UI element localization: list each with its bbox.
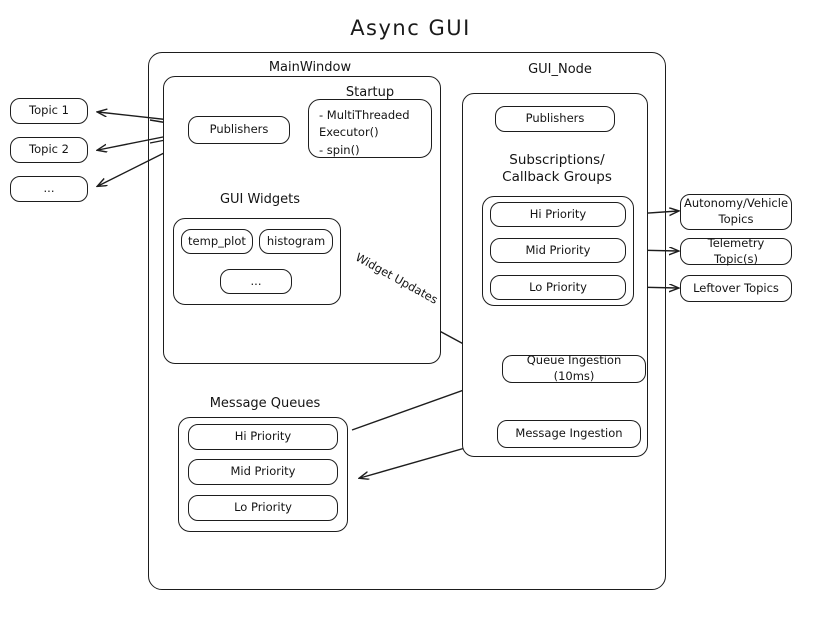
gui-node-label: GUI_Node — [528, 62, 592, 77]
queue-label: Mid Priority — [230, 464, 296, 479]
widget-label: ... — [250, 273, 262, 288]
outer-container — [148, 52, 666, 590]
widget-label: temp_plot — [188, 233, 246, 248]
queue-box-lo-priority[interactable]: Lo Priority — [188, 495, 338, 521]
left-topic-box[interactable]: Topic 1 — [10, 98, 88, 124]
left-topic-label: ... — [43, 181, 55, 196]
queue-ingestion-box[interactable]: Queue Ingestion (10ms) — [502, 353, 646, 383]
widget-box-histogram[interactable]: histogram — [259, 229, 333, 254]
right-topic-label: Telemetry Topic(s) — [707, 235, 765, 266]
message-ingestion-label: Message Ingestion — [515, 426, 623, 441]
subscription-box-mid-priority[interactable]: Mid Priority — [490, 238, 626, 263]
subscription-label: Mid Priority — [525, 242, 591, 257]
queue-ingestion-label: Queue Ingestion (10ms) — [526, 353, 622, 383]
gui-widgets-label: GUI Widgets — [219, 192, 301, 207]
right-topic-label: Autonomy/Vehicle Topics — [683, 196, 789, 226]
subscription-label: Lo Priority — [529, 279, 587, 294]
mainwindow-publishers-label: Publishers — [209, 122, 269, 137]
page-title: Async GUI — [350, 16, 471, 40]
startup-label: Startup — [345, 85, 395, 100]
right-topic-box-leftover[interactable]: Leftover Topics — [680, 275, 792, 302]
subscription-label: Hi Priority — [529, 206, 587, 221]
mainwindow-publishers-box[interactable]: Publishers — [188, 116, 290, 144]
mainwindow-label: MainWindow — [268, 60, 352, 75]
queue-label: Lo Priority — [234, 500, 292, 515]
message-ingestion-box[interactable]: Message Ingestion — [497, 420, 641, 448]
gui-node-publishers-box[interactable]: Publishers — [495, 106, 615, 132]
widget-label: histogram — [266, 233, 326, 248]
right-topic-box-autonomy[interactable]: Autonomy/Vehicle Topics — [680, 194, 792, 230]
message-queues-label: Message Queues — [209, 396, 321, 411]
left-topic-label: Topic 2 — [29, 142, 69, 157]
startup-box[interactable]: - MultiThreaded Executor() - spin() — [308, 99, 432, 158]
left-topic-box[interactable]: ... — [10, 176, 88, 202]
subscription-box-hi-priority[interactable]: Hi Priority — [490, 202, 626, 227]
queue-label: Hi Priority — [234, 429, 292, 444]
left-topic-label: Topic 1 — [29, 103, 69, 118]
queue-box-hi-priority[interactable]: Hi Priority — [188, 424, 338, 450]
widget-box-more[interactable]: ... — [220, 269, 292, 294]
subscription-box-lo-priority[interactable]: Lo Priority — [490, 275, 626, 300]
widget-box-temp-plot[interactable]: temp_plot — [181, 229, 253, 254]
subscriptions-label: Subscriptions/ Callback Groups — [502, 152, 612, 185]
gui-node-publishers-label: Publishers — [525, 111, 585, 126]
queue-box-mid-priority[interactable]: Mid Priority — [188, 459, 338, 485]
left-topic-box[interactable]: Topic 2 — [10, 137, 88, 163]
right-topic-label: Leftover Topics — [693, 280, 779, 295]
right-topic-box-telemetry[interactable]: Telemetry Topic(s) — [680, 235, 792, 266]
